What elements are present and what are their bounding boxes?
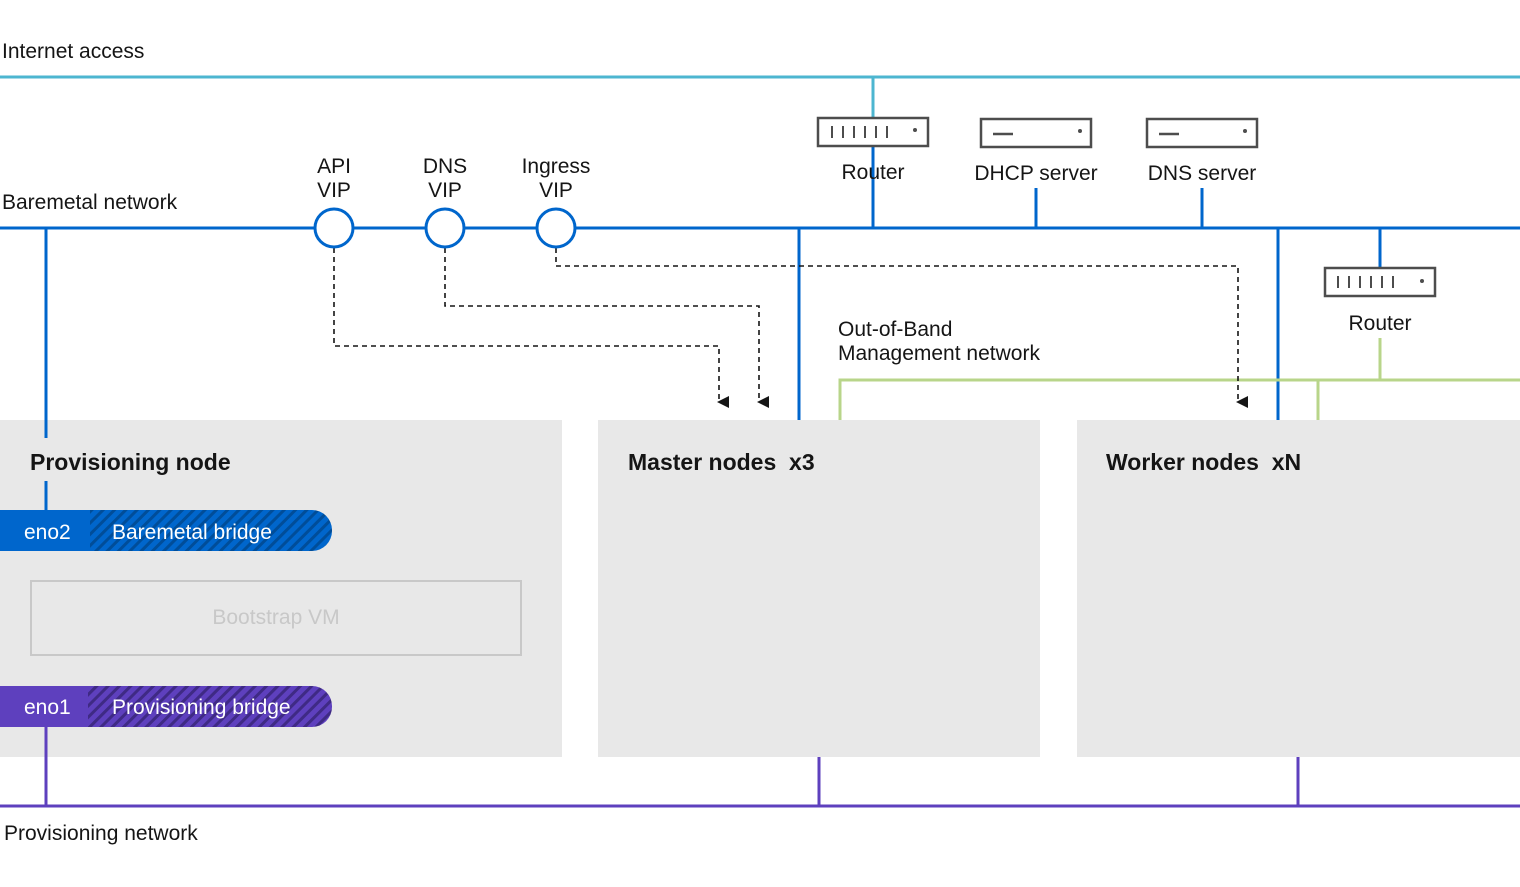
oob-line — [838, 378, 1520, 420]
router-icon — [816, 116, 930, 148]
baremetal-bridge — [0, 510, 332, 551]
worker-nodes-title: Worker nodes xN — [1106, 449, 1301, 475]
baremetal-network-label: Baremetal network — [2, 191, 178, 214]
ingress-vip-node — [535, 207, 577, 249]
api-vip-node — [313, 207, 355, 249]
master-nodes-title: Master nodes x3 — [628, 449, 815, 475]
provisioning-bridge-label: Provisioning bridge — [112, 696, 291, 719]
dhcp-server-label: DHCP server — [974, 162, 1097, 185]
provisioning-bridge — [0, 686, 332, 727]
dns-server-label: DNS server — [1148, 162, 1257, 185]
internet-access-label: Internet access — [2, 40, 144, 63]
bootstrap-vm-label: Bootstrap VM — [212, 606, 339, 629]
bootstrap-vm-box — [30, 580, 522, 656]
router-oob-icon — [1323, 266, 1437, 298]
provisioning-node-title: Provisioning node — [30, 449, 231, 475]
dns-vip-route — [444, 248, 769, 408]
router-oob-label: Router — [1348, 312, 1411, 335]
baremetal-bridge-label: Baremetal bridge — [112, 521, 272, 544]
ingress-vip-label-2: VIP — [539, 179, 573, 202]
oob-network-label-1: Out-of-Band — [838, 318, 952, 341]
oob-network-label-2: Management network — [838, 342, 1040, 365]
api-vip-route — [333, 248, 729, 408]
master-nodes-box — [598, 420, 1040, 757]
eno2-label: eno2 — [24, 521, 71, 544]
dhcp-server-icon — [979, 117, 1093, 149]
ingress-vip-route — [555, 248, 1248, 408]
dns-vip-label-1: DNS — [423, 155, 467, 178]
ingress-vip-label-1: Ingress — [522, 155, 591, 178]
worker-nodes-box — [1077, 420, 1520, 757]
provisioning-network-label: Provisioning network — [4, 822, 198, 845]
dns-vip-node — [424, 207, 466, 249]
eno1-label: eno1 — [24, 696, 71, 719]
router-label: Router — [841, 161, 904, 184]
api-vip-label-1: API — [317, 155, 351, 178]
api-vip-label-2: VIP — [317, 179, 351, 202]
dns-vip-label-2: VIP — [428, 179, 462, 202]
dns-server-icon — [1145, 117, 1259, 149]
